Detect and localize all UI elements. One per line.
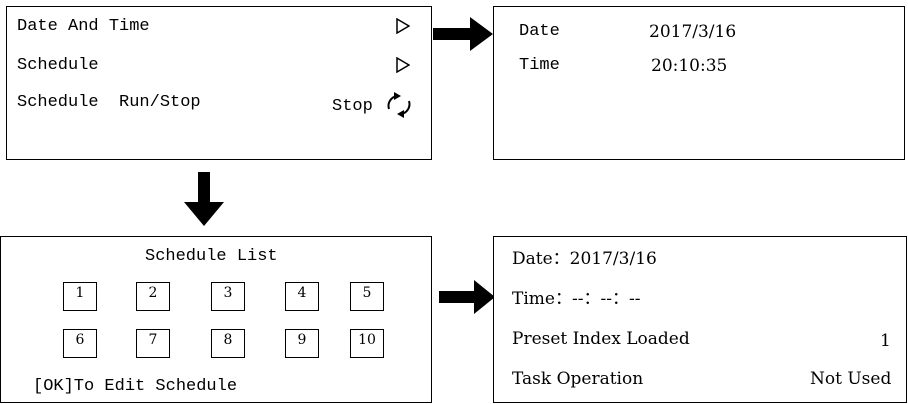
schedule-slot-3[interactable]: 3 (211, 282, 245, 311)
schedule-slot-10[interactable]: 10 (350, 329, 384, 358)
detail-time-row: Time：--：--：-- (512, 289, 640, 309)
menu-item-schedule[interactable]: Schedule (17, 56, 99, 75)
schedule-slot-6[interactable]: 6 (63, 329, 97, 358)
schedule-slot-9[interactable]: 9 (285, 329, 319, 358)
schedule-slot-1[interactable]: 1 (63, 282, 97, 311)
detail-date-label: Date： (512, 249, 570, 269)
date-time-panel: Date 2017/3/16 Time 20:10:35 (493, 6, 905, 160)
schedule-detail-panel: Date：2017/3/16 Time：--：--：-- Preset Inde… (493, 236, 907, 403)
preset-index-value[interactable]: 1 (880, 331, 891, 351)
detail-time-value[interactable]: --：--：-- (571, 289, 641, 309)
task-operation-label: Task Operation (512, 369, 644, 389)
arrow-right-icon (439, 280, 495, 314)
schedule-slot-2[interactable]: 2 (136, 282, 170, 311)
schedule-slot-4[interactable]: 4 (285, 282, 319, 311)
arrow-down-icon (184, 172, 224, 226)
play-right-icon[interactable] (396, 18, 410, 34)
schedule-list-title: Schedule List (145, 247, 278, 266)
menu-item-schedule-run-stop[interactable]: Schedule Run/Stop (17, 93, 201, 112)
run-stop-value: Stop (332, 97, 373, 116)
main-menu-panel: Date And Time Schedule Schedule Run/Stop… (6, 6, 432, 160)
task-operation-value[interactable]: Not Used (810, 369, 892, 389)
edit-schedule-hint: [OK]To Edit Schedule (33, 377, 238, 396)
date-label: Date (519, 22, 560, 41)
detail-time-label: Time： (512, 289, 572, 309)
time-label: Time (519, 56, 560, 75)
schedule-slot-8[interactable]: 8 (211, 329, 245, 358)
time-value[interactable]: 20:10:35 (651, 56, 728, 76)
menu-item-date-and-time[interactable]: Date And Time (17, 17, 150, 36)
date-value[interactable]: 2017/3/16 (649, 22, 737, 42)
arrow-right-icon (433, 17, 493, 51)
detail-date-row: Date：2017/3/16 (512, 249, 657, 269)
schedule-list-panel: Schedule List 1 2 3 4 5 6 7 8 9 10 [OK]T… (0, 236, 432, 403)
schedule-slot-5[interactable]: 5 (350, 282, 384, 311)
preset-index-label: Preset Index Loaded (512, 329, 690, 349)
schedule-slot-7[interactable]: 7 (136, 329, 170, 358)
play-right-icon[interactable] (396, 57, 410, 73)
detail-date-value[interactable]: 2017/3/16 (569, 249, 657, 269)
refresh-cycle-icon[interactable] (383, 91, 415, 119)
